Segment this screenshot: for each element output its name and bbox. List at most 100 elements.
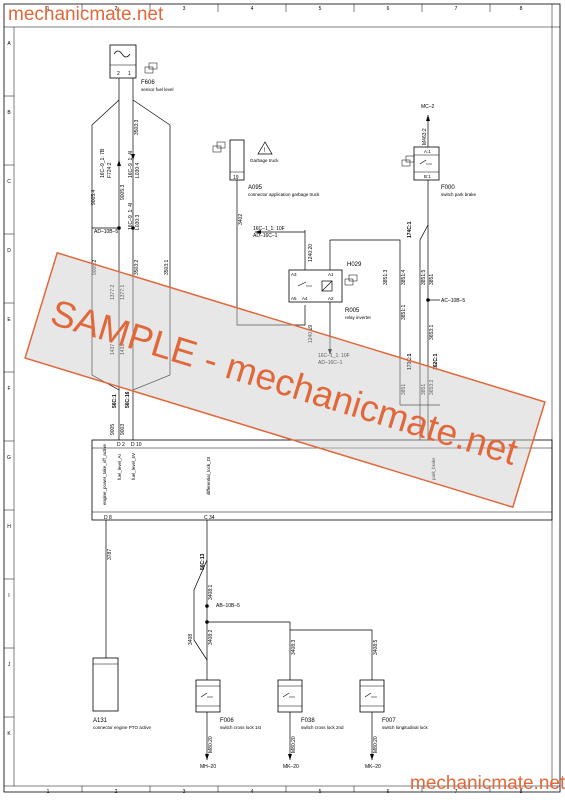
ab10b5: AB–10B–5: [216, 603, 240, 609]
sheet-frame: [3, 3, 561, 793]
ad10b5: AD–10B–5: [94, 229, 118, 235]
ref16c_d: AD–16C–1: [318, 360, 343, 366]
mc2: MC–2: [421, 104, 435, 110]
w1377_2: 1377:2: [110, 284, 116, 300]
w1377_1: 1377:1: [120, 284, 126, 300]
component-f000: A:1 B:1 F000 switch park brake: [401, 146, 477, 197]
w9003: 9003: [120, 424, 126, 435]
grid-row-label: H: [7, 524, 11, 530]
signal-pto: engine_power_take_off_active: [102, 444, 107, 505]
a095-desc: connector application garbage truck: [248, 192, 320, 197]
w3851_3: 3851:3: [383, 269, 389, 285]
grid-col-label-bottom: 5: [319, 789, 322, 795]
mh20: MH–20: [200, 764, 216, 770]
f007-desc: switch longitudinal lock: [382, 725, 429, 730]
pin-d10: D 10: [131, 442, 142, 448]
watermark-bottom: mechanicmate.net: [410, 773, 565, 794]
relay-a1: A1: [328, 272, 334, 277]
grid-col-label-top: 8: [520, 6, 523, 12]
grid-row-label: A: [7, 41, 11, 47]
mk20b: MK–20: [365, 764, 381, 770]
f006-id: F006: [220, 718, 234, 724]
diff-lock-labels: 56C:13 AB–10B–5 3408:1 3408 3408:2 3408:…: [188, 553, 381, 770]
wires-relay: [329, 239, 401, 405]
f000-desc: switch park brake: [441, 192, 477, 197]
warning-icon: [257, 141, 273, 155]
grid-row-label: J: [8, 662, 11, 668]
ref3b: L030:3: [135, 214, 141, 230]
ref1a: 16C–9_1: 7B: [100, 148, 106, 178]
component-f038: F038 switch cross lock 2nd: [277, 679, 344, 730]
garbage-label: Garbage truck: [250, 158, 279, 163]
grid-col-label-bottom: 6: [387, 789, 390, 795]
grid-row-label: D: [7, 248, 11, 254]
ref16c_b: AD–16C–1: [253, 233, 278, 239]
a095-pin: 19: [233, 175, 239, 181]
grid-col-label-bottom: 3: [183, 789, 186, 795]
grid-row-label: I: [8, 593, 9, 599]
grid-col-label-bottom: 8: [520, 789, 523, 795]
w3408_3: 3408:3: [291, 639, 297, 655]
wM463_2: M463:2: [422, 128, 428, 145]
grid-row-label: E: [7, 317, 11, 323]
ref3a: 16C–9_1: 4I: [128, 203, 134, 230]
grid-col-label-bottom: 4: [251, 789, 254, 795]
c174c1: 174C:1: [407, 221, 413, 238]
grid-col-label-top: 4: [251, 6, 254, 12]
component-f006: F006 switch cross lock 1st: [195, 679, 262, 730]
c173c1: 173C:1: [407, 353, 413, 370]
f606-id: F606: [141, 80, 155, 86]
ac10b5: AC–10B–5: [441, 298, 465, 304]
w9005_3: 9005:3: [120, 184, 126, 200]
grid-row-label: C: [7, 179, 11, 185]
w3408_2: 3408:2: [208, 629, 214, 645]
w3402: 3402: [238, 214, 244, 225]
w3787: 3787: [107, 549, 113, 560]
ref1b: F724:2: [107, 162, 113, 178]
f606-desc: sensor fuel level: [141, 87, 174, 92]
grid-row-label: B: [7, 110, 11, 116]
a095-labels: 3402 16C–1_1: 10F AD–16C–1 1240:20 1240:…: [238, 214, 314, 343]
grid-col-label-top: 3: [183, 6, 186, 12]
grid-col-label-top: 6: [387, 6, 390, 12]
a095-id: A095: [248, 185, 263, 191]
grid-col-label-top: 5: [319, 6, 322, 12]
mk20a: MK–20: [283, 764, 299, 770]
wires-diff-lock: [193, 520, 373, 760]
grid-row-label: K: [7, 731, 11, 737]
relay-labels: 16C–1_1: 10F AD–16C–1 3851:3 3851:4 3851…: [318, 221, 413, 395]
c56c13: 56C:13: [200, 553, 206, 570]
component-f007: F007 switch longitudinal lock: [359, 679, 429, 730]
component-a095: 19 A095 connector application garbage tr…: [212, 139, 320, 197]
svg-text:1: 1: [128, 71, 131, 77]
component-r005: A3 A1 A5 A4 A2 R005 relay inverter H029: [288, 262, 372, 320]
w9005_4: 9005:4: [91, 189, 97, 205]
grid-row-label: G: [7, 455, 11, 461]
grid-row-label: F: [7, 386, 10, 392]
a131-desc: connector engine PTO active: [93, 725, 151, 730]
w3851_c: 3851: [421, 384, 427, 395]
relay-a4: A4: [302, 296, 308, 301]
ref16c_a: 16C–1_1: 10F: [253, 226, 285, 232]
f000-pin-bot: B:1: [424, 174, 431, 179]
svg-text:!: !: [264, 148, 266, 154]
ecu-bus-box: D 2 D 10 D 8 C 34 engine_power_take_off_…: [91, 439, 553, 521]
w3851_4: 3851:4: [401, 269, 407, 285]
c162c1: 162C:1: [433, 353, 439, 370]
w1437: 1437: [110, 344, 116, 355]
w3503_1: 3503:1: [164, 259, 170, 275]
c56c1: 56C:1: [112, 394, 118, 408]
w3653_1: 3653:1: [429, 324, 435, 340]
w1240_19: 1240:19: [308, 325, 314, 343]
signal-fuel-ai: fuel_level_AI: [117, 454, 122, 480]
a131-id: A131: [93, 718, 108, 724]
w9005: 9005: [110, 424, 116, 435]
w3503_3: 3503:3: [134, 119, 140, 135]
signal-park-brake: park_brake: [431, 457, 436, 480]
relay-a5: A5: [291, 296, 297, 301]
w3851_b: 3851: [429, 274, 435, 285]
f000-pin-top: A:1: [424, 149, 431, 154]
